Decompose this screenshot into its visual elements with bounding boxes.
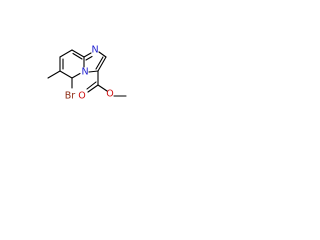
atom-o-ether: O: [106, 89, 113, 100]
bond-c5-c6: [59, 70, 73, 79]
atom-n-bridge: N: [81, 67, 88, 78]
bond-c2-c3: [97, 56, 107, 72]
bond-ester-c-o-ether: [97, 84, 108, 92]
bond-ester-c-o-carbonyl: [87, 84, 99, 93]
bond-ester-c-o-carbonyl-double: [86, 81, 97, 90]
bond-c2-c3-double: [95, 56, 104, 70]
molecule-structure: N N Br O O: [47, 45, 127, 102]
bond-n1-c2: [98, 51, 107, 58]
atom-bromine: Br: [65, 91, 76, 102]
bond-c8-c8a-double: [72, 52, 83, 60]
bond-c3-n4: [88, 70, 99, 73]
atom-n-imidazole: N: [91, 45, 98, 56]
bond-c6-methyl: [47, 70, 61, 79]
bond-c8a-n1-double: [85, 55, 93, 61]
atom-o-carbonyl: O: [78, 91, 85, 102]
bond-c8-c8a: [71, 49, 85, 58]
bond-c5-n4: [71, 72, 81, 79]
bond-c8a-n1: [83, 52, 92, 58]
bond-c7-c8: [59, 49, 73, 58]
